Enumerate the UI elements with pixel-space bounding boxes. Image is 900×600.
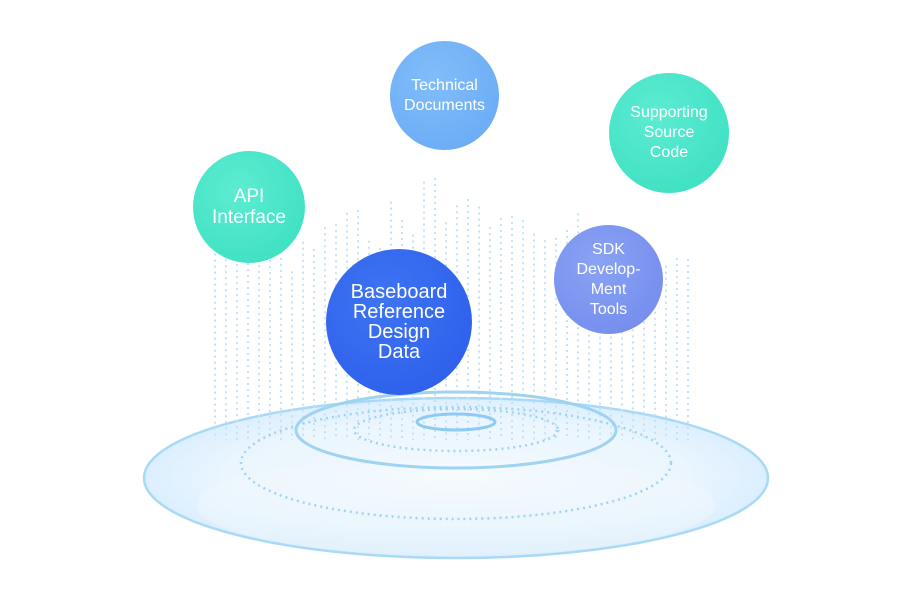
bubble-technical-documents[interactable]: Technical Documents: [390, 41, 499, 150]
bubble-baseboard-reference-design-data[interactable]: Baseboard Reference Design Data: [326, 249, 472, 395]
core-ring: [415, 412, 497, 432]
bubble-label: Technical Documents: [404, 76, 485, 114]
platform-glow: [196, 455, 716, 555]
bubble-sdk-development-tools[interactable]: SDK Develop- Ment Tools: [554, 225, 663, 334]
bubble-supporting-source-code[interactable]: Supporting Source Code: [609, 73, 729, 193]
bubble-api-interface[interactable]: API Interface: [193, 151, 305, 263]
bubble-label: SDK Develop- Ment Tools: [576, 240, 641, 318]
bubble-label: Supporting Source Code: [630, 104, 708, 161]
outer-dotted-ring: [239, 405, 673, 521]
bubble-label: Baseboard Reference Design Data: [350, 281, 448, 363]
inner-dotted-ring: [352, 407, 560, 453]
bubble-label: API Interface: [212, 186, 286, 228]
middle-solid-ring: [294, 390, 618, 470]
